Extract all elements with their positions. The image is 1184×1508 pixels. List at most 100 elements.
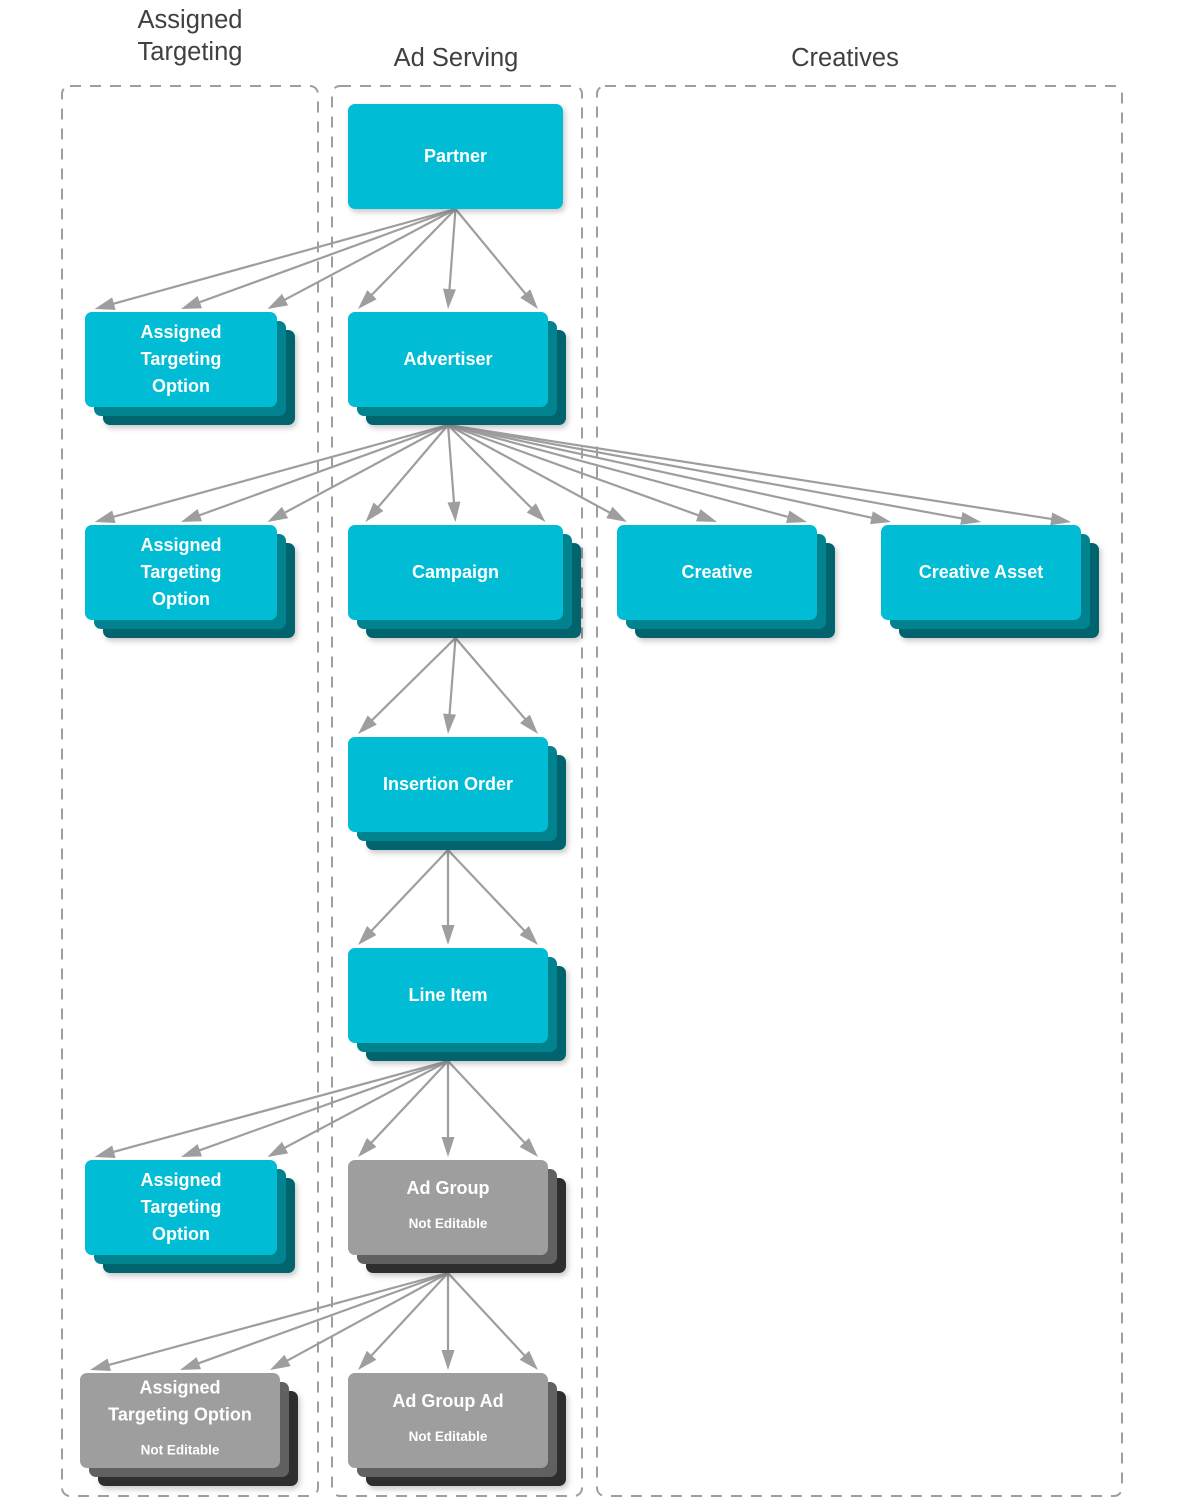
edge-arrowhead-line-item-to-assigned-targeting-option	[267, 1141, 289, 1157]
node-title-partner: Partner	[424, 146, 487, 166]
edge-connectors	[90, 207, 1071, 1372]
edge-line-line-item-to-assigned-targeting-option	[198, 1059, 449, 1152]
edge-arrowhead-campaign-to-insertion-order	[443, 713, 457, 734]
edge-line-line-item-to-assigned-targeting-option	[112, 1059, 449, 1154]
node-campaign[interactable]: Campaign	[348, 525, 581, 638]
edge-line-advertiser-to-campaign	[376, 424, 449, 509]
edge-line-partner-to-assigned-targeting-option	[283, 208, 457, 302]
node-title-creative: Creative	[681, 562, 752, 582]
edge-line-partner-to-assigned-targeting-option	[198, 207, 456, 304]
node-line-item[interactable]: Line Item	[348, 948, 566, 1061]
edge-arrowhead-insertion-order-to-line-item	[358, 926, 377, 945]
node-insertion-order[interactable]: Insertion Order	[348, 737, 566, 850]
edge-advertiser-to-creative	[447, 423, 807, 524]
group-border-creatives	[596, 85, 1123, 1497]
edge-arrowhead-insertion-order-to-line-item	[441, 925, 455, 945]
node-body-line-item[interactable]	[348, 948, 548, 1043]
node-title-line: Ad Group Ad	[392, 1391, 503, 1411]
edge-arrowhead-advertiser-to-creative	[606, 506, 627, 522]
node-title-line-item: Line Item	[408, 985, 487, 1005]
node-subtitle-assigned-targeting-option-ad-group: Not Editable	[141, 1443, 220, 1458]
column-group-boxes	[61, 85, 1123, 1497]
edge-line-ad-group-to-assigned-targeting-option	[286, 1272, 449, 1362]
edge-line-advertiser-to-assigned-targeting-option	[112, 423, 449, 519]
node-body-ad-group[interactable]	[348, 1160, 548, 1255]
node-title-line: Insertion Order	[383, 774, 513, 794]
edge-advertiser-to-assigned-targeting-option	[94, 423, 449, 523]
edge-line-campaign-to-insertion-order	[370, 637, 457, 722]
node-body-campaign[interactable]	[348, 525, 563, 620]
edge-line-advertiser-to-creative-asset	[447, 423, 873, 520]
group-border-assigned-targeting	[61, 85, 319, 1497]
node-title-creative-asset: Creative Asset	[919, 562, 1043, 582]
node-partner[interactable]: Partner	[348, 104, 563, 209]
node-advertiser[interactable]: Advertiser	[348, 312, 566, 425]
node-title-ad-group: Ad Group	[407, 1178, 490, 1198]
edge-arrowhead-partner-to-advertiser	[358, 290, 377, 309]
node-body-assigned-targeting-option-line-item[interactable]	[85, 1160, 277, 1255]
node-title-line: Assigned	[139, 1378, 220, 1398]
edge-line-line-item-to-ad-group	[370, 1060, 449, 1144]
edge-line-ad-group-to-assigned-targeting-option	[108, 1271, 449, 1367]
node-body-advertiser[interactable]	[348, 312, 548, 407]
node-title-line: Assigned	[140, 322, 221, 342]
node-title-line: Assigned	[140, 1170, 221, 1190]
edge-arrowhead-advertiser-to-creative-asset	[1050, 512, 1071, 526]
edge-arrowhead-insertion-order-to-line-item	[519, 926, 538, 945]
node-title-campaign: Campaign	[412, 562, 499, 582]
edge-arrowhead-advertiser-to-campaign	[526, 503, 546, 522]
column-header-line: Targeting	[138, 38, 243, 66]
edge-advertiser-to-campaign	[365, 424, 546, 522]
node-creative-asset[interactable]: Creative Asset	[881, 525, 1099, 638]
edge-ad-group-to-ad-group-ad	[358, 1272, 538, 1370]
node-title-line: Targeting	[141, 1197, 222, 1217]
edge-arrowhead-line-item-to-ad-group	[441, 1137, 455, 1157]
edge-arrowhead-advertiser-to-creative	[785, 510, 807, 524]
edge-arrowhead-ad-group-to-assigned-targeting-option	[180, 1357, 202, 1370]
edge-arrowhead-partner-to-assigned-targeting-option	[94, 297, 116, 310]
edge-arrowhead-campaign-to-insertion-order	[520, 714, 538, 734]
edge-arrowhead-ad-group-to-ad-group-ad	[519, 1350, 538, 1370]
edge-arrowhead-line-item-to-assigned-targeting-option	[94, 1145, 116, 1159]
node-body-creative[interactable]	[617, 525, 817, 620]
edge-line-advertiser-to-campaign	[446, 424, 456, 504]
edge-arrowhead-partner-to-advertiser	[520, 289, 538, 309]
node-body-creative-asset[interactable]	[881, 525, 1081, 620]
node-creative[interactable]: Creative	[617, 525, 835, 638]
edge-partner-to-advertiser	[358, 208, 538, 309]
edge-arrowhead-advertiser-to-creative-asset	[870, 511, 891, 525]
node-body-assigned-targeting-option-ad-group[interactable]	[80, 1373, 280, 1468]
edge-arrowhead-partner-to-assigned-targeting-option	[181, 296, 203, 309]
edge-arrowhead-ad-group-to-assigned-targeting-option	[270, 1354, 291, 1370]
node-title-ad-group-ad: Ad Group Ad	[392, 1391, 503, 1411]
node-title-line: Targeting Option	[108, 1405, 252, 1425]
edge-arrowhead-advertiser-to-creative-asset	[960, 512, 981, 525]
node-body-ad-group-ad[interactable]	[348, 1373, 548, 1468]
node-title-line: Creative Asset	[919, 562, 1043, 582]
node-body-assigned-targeting-option-advertiser[interactable]	[85, 525, 277, 620]
node-body-insertion-order[interactable]	[348, 737, 548, 832]
group-border-ad-serving	[331, 85, 583, 1497]
edge-arrowhead-line-item-to-assigned-targeting-option	[181, 1144, 203, 1157]
edge-insertion-order-to-line-item	[358, 849, 538, 945]
column-header-line: Ad Serving	[394, 44, 519, 72]
node-body-assigned-targeting-option-partner[interactable]	[85, 312, 277, 407]
edge-line-ad-group-to-ad-group-ad	[370, 1272, 449, 1357]
node-title-line: Option	[152, 376, 210, 396]
edge-arrowhead-advertiser-to-campaign	[365, 502, 384, 522]
edge-line-ad-group-to-ad-group-ad	[447, 1272, 526, 1357]
column-group-creatives	[596, 85, 1123, 1497]
edge-arrowhead-ad-group-to-ad-group-ad	[441, 1350, 455, 1370]
node-body-partner[interactable]	[348, 104, 563, 209]
edge-line-advertiser-to-creative	[447, 423, 789, 519]
